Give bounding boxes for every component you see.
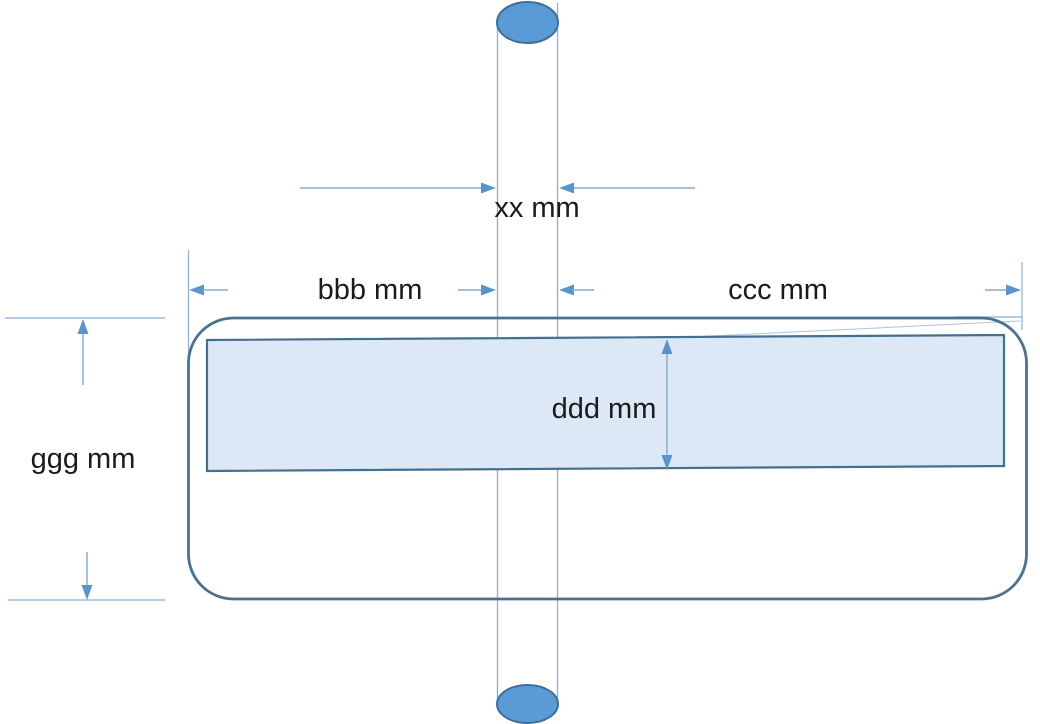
- dim-ccc-left-arrowhead: [559, 284, 574, 296]
- dim-label-ggg: ggg mm: [30, 443, 136, 475]
- dim-ggg-up-arrowhead: [77, 319, 89, 334]
- dim-xx-right-arrowhead: [559, 182, 574, 194]
- rod-top-cap-ellipse: [496, 1, 559, 44]
- dim-bbb-right-arrowhead: [481, 284, 496, 296]
- dim-bbb-left-arrowhead: [189, 284, 204, 296]
- dim-label-ccc: ccc mm: [728, 274, 828, 306]
- dim-xx-left-arrowhead: [481, 182, 496, 194]
- dim-ccc-right-arrowhead: [1006, 284, 1021, 296]
- dim-label-ddd: ddd mm: [551, 393, 657, 425]
- dim-label-xx: xx mm: [494, 192, 580, 224]
- rod-bottom-cap-ellipse: [496, 684, 559, 724]
- housing-outline: [187, 316, 1028, 601]
- dim-ddd-down-arrowhead: [661, 455, 673, 470]
- faint-leader-line: [669, 320, 1021, 339]
- dim-label-bbb: bbb mm: [317, 274, 423, 306]
- dim-ddd-up-arrowhead: [661, 339, 673, 354]
- dim-ggg-down-arrowhead: [81, 585, 93, 600]
- inner-plate-rect: [205, 333, 1006, 473]
